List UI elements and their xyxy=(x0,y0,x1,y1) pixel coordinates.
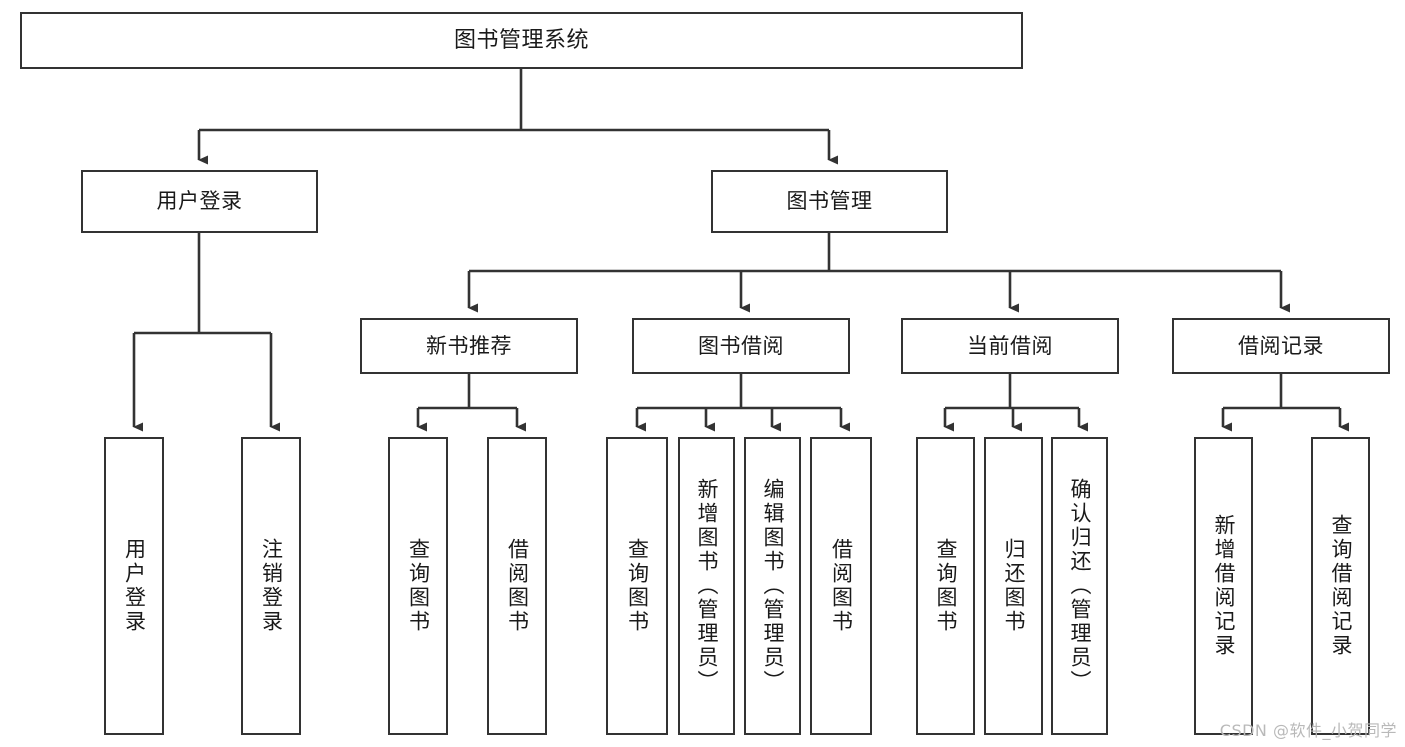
leaf-add-book-admin[interactable]: 新增图书（管理员） xyxy=(678,437,735,735)
node-root-label: 图书管理系统 xyxy=(453,27,589,53)
leaf-query-books-recommendation-label: 查询图书 xyxy=(406,538,431,634)
node-current-borrowing-label: 当前借阅 xyxy=(967,333,1053,358)
leaf-return-books[interactable]: 归还图书 xyxy=(984,437,1043,735)
leaf-query-books-borrowing-label: 查询图书 xyxy=(625,538,650,634)
leaf-confirm-return-admin-label: 确认归还（管理员） xyxy=(1068,478,1092,694)
leaf-query-books-recommendation[interactable]: 查询图书 xyxy=(388,437,448,735)
leaf-borrow-books-recommendation[interactable]: 借阅图书 xyxy=(487,437,547,735)
leaf-query-books-current[interactable]: 查询图书 xyxy=(916,437,975,735)
leaf-add-borrowing-record[interactable]: 新增借阅记录 xyxy=(1194,437,1253,735)
leaf-borrow-books-borrowing-label: 借阅图书 xyxy=(829,538,854,634)
leaf-query-books-current-label: 查询图书 xyxy=(934,538,958,634)
leaf-logout-label: 注销登录 xyxy=(259,538,284,634)
csdn-watermark: CSDN @软件_小贺同学 xyxy=(1219,721,1397,740)
leaf-user-login[interactable]: 用户登录 xyxy=(104,437,164,735)
node-borrowing-records-label: 借阅记录 xyxy=(1238,333,1324,358)
connector-edges xyxy=(132,69,1349,432)
node-current-borrowing[interactable]: 当前借阅 xyxy=(901,318,1119,374)
node-user-login[interactable]: 用户登录 xyxy=(81,170,318,233)
node-book-borrowing[interactable]: 图书借阅 xyxy=(632,318,850,374)
node-book-borrowing-label: 图书借阅 xyxy=(698,333,784,358)
node-borrowing-records[interactable]: 借阅记录 xyxy=(1172,318,1390,374)
node-new-book-recommendation-label: 新书推荐 xyxy=(426,333,512,358)
leaf-borrow-books-recommendation-label: 借阅图书 xyxy=(505,538,530,634)
leaf-query-borrowing-record-label: 查询借阅记录 xyxy=(1329,514,1353,658)
node-new-book-recommendation[interactable]: 新书推荐 xyxy=(360,318,578,374)
leaf-query-books-borrowing[interactable]: 查询图书 xyxy=(606,437,668,735)
leaf-confirm-return-admin[interactable]: 确认归还（管理员） xyxy=(1051,437,1108,735)
leaf-add-book-admin-label: 新增图书（管理员） xyxy=(695,478,719,694)
leaf-edit-book-admin-label: 编辑图书（管理员） xyxy=(761,478,785,694)
leaf-return-books-label: 归还图书 xyxy=(1002,538,1026,634)
node-user-login-label: 用户登录 xyxy=(156,189,243,214)
leaf-query-borrowing-record[interactable]: 查询借阅记录 xyxy=(1311,437,1370,735)
node-root[interactable]: 图书管理系统 xyxy=(20,12,1023,69)
node-book-management[interactable]: 图书管理 xyxy=(711,170,948,233)
leaf-borrow-books-borrowing[interactable]: 借阅图书 xyxy=(810,437,872,735)
leaf-user-login-label: 用户登录 xyxy=(122,538,147,634)
node-book-management-label: 图书管理 xyxy=(786,189,873,214)
leaf-logout[interactable]: 注销登录 xyxy=(241,437,301,735)
leaf-add-borrowing-record-label: 新增借阅记录 xyxy=(1212,514,1236,658)
leaf-edit-book-admin[interactable]: 编辑图书（管理员） xyxy=(744,437,801,735)
